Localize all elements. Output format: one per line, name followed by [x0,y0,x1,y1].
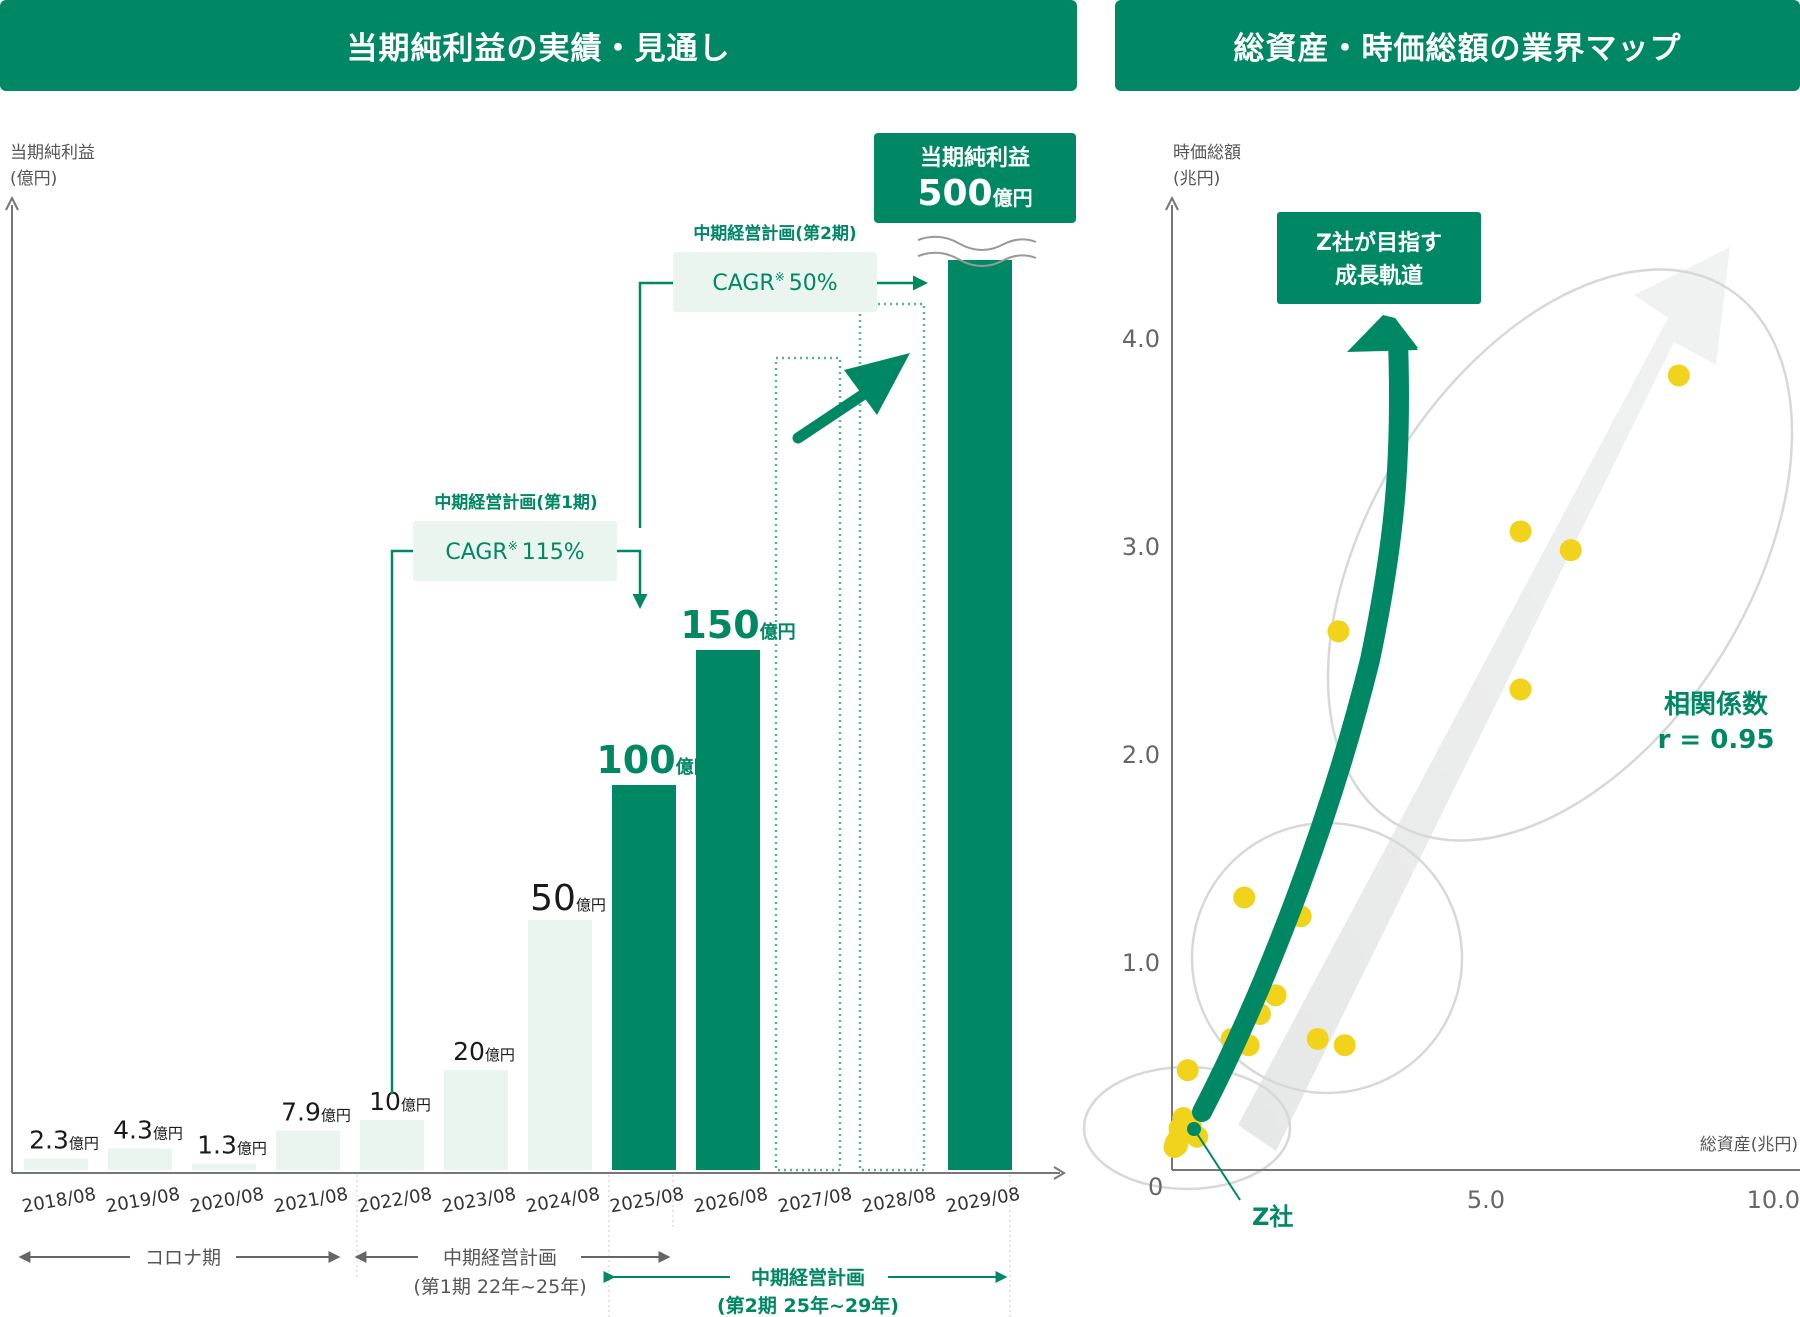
bar-value-label: 7.9億円 [281,1098,351,1127]
bar-2028-dotted [858,302,926,1172]
bar-value-label: 10億円 [369,1087,431,1116]
bar-2023-08 [444,1070,508,1170]
period-corona: コロナ期 [145,1247,221,1269]
plan2-connector [638,281,673,528]
period-plan1-line1: 中期経営計画 [443,1247,557,1269]
period-plan2-line2: (第2期 25年~29年) [717,1294,899,1317]
tick-labels-group: 1.0 2.0 3.0 4.0 5.0 10.0 [1122,325,1800,1214]
bar-2029-08 [948,260,1012,1170]
bar-value-label: 150億円 [680,603,795,647]
z-growth-trajectory [1192,330,1410,1122]
bar-value-label: 100億円 [596,738,711,782]
bar-value-label: 50億円 [530,878,606,919]
plan2-title: 中期経営計画(第2期) [693,223,856,244]
x-tick-label: 2018/08 [20,1184,97,1218]
bar-2021-08 [276,1130,340,1170]
y-axis-arrow [5,195,19,211]
scatter-point [1559,539,1582,562]
scatter-point [1306,1027,1329,1050]
goal-box-line2: 成長軌道 [1335,263,1423,289]
x-tick-label: 2024/08 [524,1184,601,1218]
net-income-bar-chart: 当期純利益 (億円) 2.3億円 2018/08 4.3億円 2019/08 1.3億円… [5,133,1076,1317]
x-tick-label: 2025/08 [608,1184,685,1218]
x-tick-label: 2029/08 [944,1184,1021,1218]
plan1-cagr-box [413,521,617,581]
plan2-cagr: CAGR※50% [712,270,837,296]
y-tick-label: 4.0 [1122,325,1160,353]
target-box [874,133,1076,223]
bar-2022-08 [360,1120,424,1170]
target-box-label: 当期純利益 [920,145,1030,171]
period-plan2-line1: 中期経営計画 [751,1266,865,1289]
axis-break-mark [917,251,1037,267]
x-tick-label: 2026/08 [692,1184,769,1218]
bar-value-label: 20億円 [453,1037,515,1066]
plan1-cagr: CAGR※115% [445,539,584,565]
y-axis-unit: (兆円) [1173,169,1220,189]
x-tick-label: 2021/08 [272,1184,349,1218]
x-tick-label: 5.0 [1467,1186,1505,1214]
scatter-point [1264,984,1287,1007]
correlation-value: r = 0.95 [1658,725,1775,755]
axis-break-mark [917,235,1037,251]
y-tick-label: 2.0 [1122,741,1160,769]
bar-2018-08 [24,1158,88,1170]
bar-2025-08 [612,785,676,1170]
goal-box-line1: Z社が目指す [1316,230,1442,256]
bar-2019-08 [108,1148,172,1170]
correlation-label: 相関係数 [1664,690,1769,720]
plan1-title: 中期経営計画(第1期) [434,492,597,513]
z-company-label: Z社 [1252,1203,1293,1231]
bar-value-label: 4.3億円 [113,1116,183,1145]
z-company-leader [1193,1128,1241,1201]
y-axis-unit: (億円) [10,169,57,189]
scatter-point [1333,1034,1356,1057]
y-tick-label: 1.0 [1122,949,1160,977]
x-tick-label: 2023/08 [440,1184,517,1218]
right-panel-header: 総資産・時価総額の業界マップ [1115,0,1800,91]
x-tick-label: 2020/08 [188,1184,265,1218]
z-trajectory-arrowhead-top [1347,315,1418,352]
scatter-point [1327,620,1350,643]
scatter-point [1509,678,1532,701]
left-panel-header: 当期純利益の実績・見通し [0,0,1077,91]
bar-2024-08 [528,920,592,1170]
x-tick-label: 2022/08 [356,1184,433,1218]
growth-arrow-icon [792,384,876,444]
x-tick-label: 2027/08 [776,1184,853,1218]
x-axis-label: 総資産(兆円) [1700,1135,1798,1155]
scatter-point [1233,886,1256,909]
scatter-point [1176,1059,1199,1082]
origin-label: 0 [1148,1173,1163,1201]
y-axis-arrow [1165,195,1179,211]
growth-arrowhead [844,353,910,415]
bar-2027-dotted [774,356,842,1172]
bar-2026-08 [696,650,760,1170]
scatter-point [1509,520,1532,543]
y-tick-label: 3.0 [1122,533,1160,561]
x-tick-label: 10.0 [1747,1186,1800,1214]
scatter-point [1667,364,1690,387]
bars-group: 2.3億円 2018/08 4.3億円 2019/08 1.3億円 2020/08 7.9億… [20,260,1022,1218]
bar-value-label: 1.3億円 [197,1131,267,1160]
x-tick-label: 2028/08 [860,1184,937,1218]
period-plan1-line2: (第1期 22年~25年) [413,1276,586,1298]
y-axis-label: 時価総額 [1173,143,1241,163]
bar-value-label: 2.3億円 [29,1126,99,1155]
bar-2020-08 [192,1163,256,1170]
y-axis-label: 当期純利益 [10,143,95,163]
goal-box [1277,212,1481,304]
x-axis-arrow [1053,1166,1066,1180]
target-box-value: 500億円 [917,173,1032,214]
plan1-arrow [617,549,648,609]
plan1-connector [390,549,413,1094]
x-tick-label: 2019/08 [104,1184,181,1218]
plan2-cagr-box [673,252,877,312]
trend-arrow [1238,247,1730,1151]
